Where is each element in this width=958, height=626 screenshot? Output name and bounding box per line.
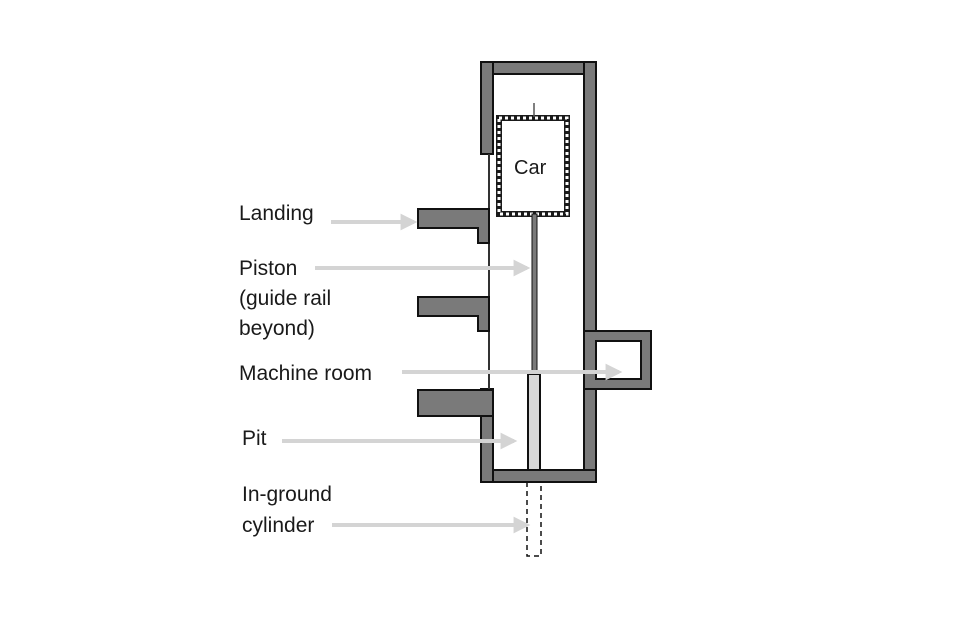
elevator-car xyxy=(496,103,570,217)
piston-label-line2: (guide rail xyxy=(239,287,332,310)
piston-label-line3: beyond) xyxy=(239,317,315,340)
pit-label: Pit xyxy=(242,427,267,450)
hoistway-left-wall-top xyxy=(480,61,494,155)
machine-room-label: Machine room xyxy=(239,362,373,385)
piston-rod xyxy=(531,213,538,375)
leader-arrows xyxy=(282,213,623,534)
in-ground-cylinder xyxy=(526,481,542,557)
floor-slabs xyxy=(417,208,494,417)
machine-room-walls xyxy=(583,330,652,390)
hoistway-walls xyxy=(480,61,597,483)
cylinder-head xyxy=(527,373,541,471)
machine-room xyxy=(583,330,652,390)
car-label: Car xyxy=(514,157,547,179)
landing-lower xyxy=(417,389,494,417)
hoistway-top-wall xyxy=(480,61,597,75)
landing-middle xyxy=(417,296,490,332)
hoistway-right-wall-upper xyxy=(583,61,597,334)
piston-label-line1: Piston xyxy=(239,257,298,280)
landing-upper xyxy=(417,208,490,244)
hoistway-right-wall-lower xyxy=(583,388,597,483)
cylinder-label-line2: cylinder xyxy=(242,514,315,537)
pit-floor xyxy=(480,469,597,483)
cylinder-label-line1: In-ground xyxy=(242,483,332,506)
landing-label: Landing xyxy=(239,202,314,225)
